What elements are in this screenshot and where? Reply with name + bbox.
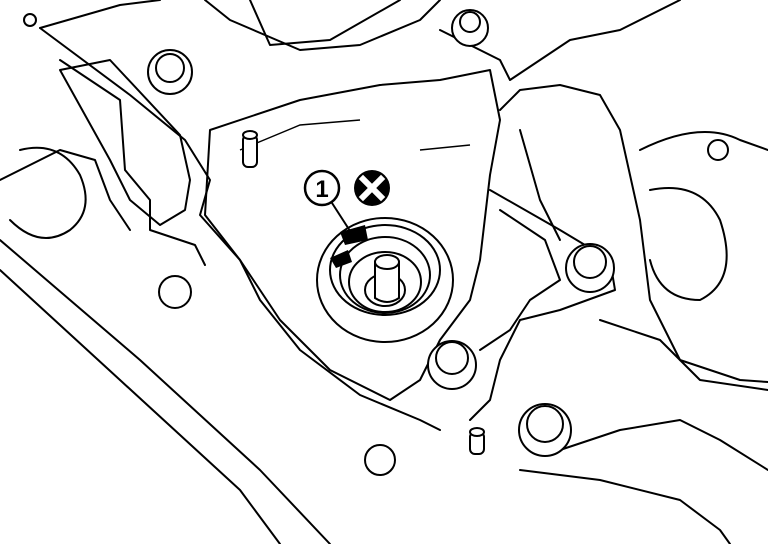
cover-plate bbox=[59, 59, 501, 401]
bolt bbox=[518, 403, 572, 457]
bolts bbox=[147, 9, 615, 457]
bolt bbox=[427, 340, 477, 390]
dowel-pin bbox=[242, 130, 258, 168]
callout-1: 1 bbox=[303, 169, 353, 235]
cross-circle-icon bbox=[354, 170, 390, 206]
bracket bbox=[469, 189, 616, 421]
oil-seal-assembly bbox=[316, 217, 454, 343]
bolt bbox=[147, 49, 193, 95]
holes bbox=[23, 13, 729, 476]
bolt bbox=[451, 9, 489, 47]
callout-number: 1 bbox=[315, 176, 328, 203]
dowel-pin bbox=[469, 427, 485, 455]
bolt bbox=[565, 243, 615, 293]
